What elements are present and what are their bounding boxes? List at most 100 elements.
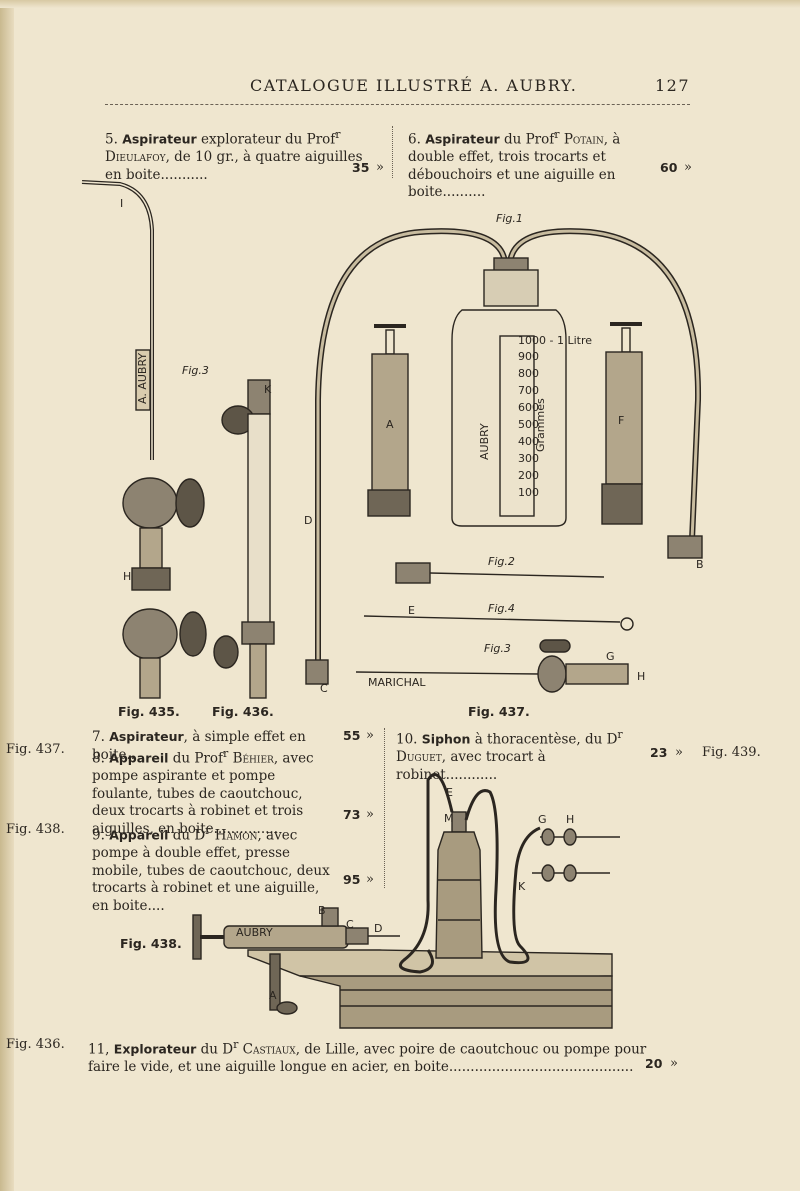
- label-fig3: Fig.3: [484, 642, 511, 655]
- entry-number: 10.: [396, 731, 418, 748]
- label-G: G: [538, 813, 547, 826]
- scale-200: 200: [518, 469, 539, 482]
- entry-title: Aspirateur: [425, 131, 500, 147]
- label-A: A: [386, 418, 394, 431]
- label-fig3-left: Fig.3: [182, 364, 209, 377]
- entry-text: du D: [172, 827, 206, 844]
- scale-800: 800: [518, 367, 539, 380]
- entry-author: Duguet: [396, 749, 442, 765]
- entry-number: 7.: [92, 729, 105, 745]
- label-H: H: [566, 813, 574, 826]
- currency-mark: »: [366, 807, 374, 822]
- label-E: E: [408, 604, 415, 617]
- label-H: H: [123, 570, 131, 583]
- bottle-scale: 900 800 700 600 500 400 300 200 100: [518, 350, 539, 499]
- entry-text: du D: [200, 1041, 234, 1058]
- label-C: C: [320, 682, 328, 695]
- bottle-brand: AUBRY: [478, 423, 491, 460]
- catalogue-title: CATALOGUE ILLUSTRÉ A. AUBRY.: [250, 76, 578, 95]
- entry-8: 8. Appareil du Profr Béhier, avec pompe …: [92, 747, 314, 837]
- entry-11: 11, Explorateur du Dr Castiaux, de Lille…: [88, 1038, 647, 1076]
- column-brace: [384, 728, 385, 888]
- label-H2: H: [637, 670, 645, 683]
- entry-text: , avec pompe aspirante et pompe foulante…: [92, 750, 314, 837]
- entry-title: Siphon: [421, 731, 471, 747]
- entry-number: 8.: [92, 750, 105, 767]
- entry-author: Dieulafoy: [105, 149, 166, 165]
- entry-number: 11,: [88, 1041, 110, 1058]
- label-M: M: [444, 812, 454, 825]
- currency-mark: »: [670, 1056, 678, 1071]
- entry-title: Appareil: [109, 827, 169, 843]
- scale-100: 100: [518, 486, 539, 499]
- price-10: 23: [650, 745, 668, 760]
- scale-400: 400: [518, 435, 539, 448]
- page-number: 127: [654, 76, 690, 95]
- caption-fig-435: Fig. 435.: [118, 704, 180, 719]
- currency-mark: »: [366, 728, 374, 743]
- currency-mark: »: [684, 160, 692, 175]
- label-fig2: Fig.2: [488, 555, 515, 568]
- label-K: K: [518, 880, 526, 893]
- entry-sup: r: [205, 824, 211, 837]
- entry-text: à thoracentèse, du D: [474, 731, 618, 748]
- label-E: E: [446, 786, 453, 799]
- bottle-grams: Grammes: [534, 398, 547, 452]
- scale-700: 700: [518, 384, 539, 397]
- label-B: B: [696, 558, 704, 571]
- entry-sup: r: [335, 128, 341, 141]
- entry-6: 6. Aspirateur du Profr Potain, à double …: [408, 128, 621, 201]
- entry-text: , avec pompe à double effet, presse mobi…: [92, 827, 330, 914]
- entry-title: Appareil: [109, 750, 169, 766]
- entry-5: 5. Aspirateur explorateur du Profr Dieul…: [105, 128, 363, 183]
- rod-brand: A. AUBRY: [136, 353, 149, 404]
- page-top-edge: [0, 0, 800, 8]
- entry-sup: r: [554, 128, 560, 141]
- entry-title: Aspirateur: [122, 131, 197, 147]
- price-11: 20: [645, 1056, 663, 1071]
- label-D: D: [374, 922, 382, 935]
- upper-illustration: I H K A D C F B E G H Fig.1 Fig.2 Fig.4 …: [81, 180, 704, 699]
- entry-text: , de 10 gr., à quatre aiguilles en boite: [105, 149, 363, 183]
- entry-text: , de Lille, avec poire de caoutchouc ou …: [88, 1041, 647, 1076]
- entry-text: du Prof: [503, 131, 555, 148]
- label-D: D: [304, 514, 312, 527]
- entry-10: 10. Siphon à thoracentèse, du Dr Duguet,…: [396, 728, 623, 783]
- entry-title: Explorateur: [113, 1041, 197, 1057]
- caption-fig-436: Fig. 436.: [212, 704, 274, 719]
- scale-600: 600: [518, 401, 539, 414]
- currency-mark: »: [366, 872, 374, 887]
- label-fig1: Fig.1: [496, 212, 523, 225]
- header-rule: [105, 104, 690, 105]
- scale-300: 300: [518, 452, 539, 465]
- bottle-top-mark: 1000 - 1 Litre: [518, 334, 592, 347]
- price-7: 55: [343, 728, 361, 743]
- label-G: G: [606, 650, 615, 663]
- entry-sup: r: [617, 728, 623, 741]
- entry-text: , à simple effet en boite..: [92, 729, 306, 763]
- price-6: 60: [660, 160, 678, 175]
- label-I: I: [120, 197, 123, 210]
- entry-number: 9.: [92, 827, 105, 844]
- side-ref-437: Fig. 437.: [6, 742, 65, 757]
- side-ref-438: Fig. 438.: [6, 822, 65, 837]
- column-brace: [392, 126, 393, 178]
- entry-number: 6.: [408, 131, 421, 148]
- currency-mark: »: [376, 160, 384, 175]
- engraver-signature: MARICHAL: [368, 676, 426, 689]
- entry-author: Hamon: [214, 827, 258, 844]
- entry-text: du Prof: [172, 750, 223, 767]
- entry-sup: r: [223, 747, 229, 760]
- entry-title: Aspirateur: [109, 729, 184, 744]
- page-binding-edge: [0, 0, 14, 1191]
- entry-7: 7. Aspirateur, à simple effet en boite..: [92, 728, 342, 764]
- side-ref-439: Fig. 439.: [702, 745, 761, 760]
- currency-mark: »: [675, 745, 683, 760]
- label-fig4: Fig.4: [488, 602, 515, 615]
- scale-900: 900: [518, 350, 539, 363]
- entry-text: , à double effet, trois trocarts et débo…: [408, 131, 621, 201]
- price-9: 95: [343, 872, 361, 887]
- lower-illustration: AUBRY B C D A E M G H K: [192, 773, 620, 1029]
- label-A: A: [269, 989, 277, 1002]
- side-ref-436: Fig. 436.: [6, 1037, 65, 1052]
